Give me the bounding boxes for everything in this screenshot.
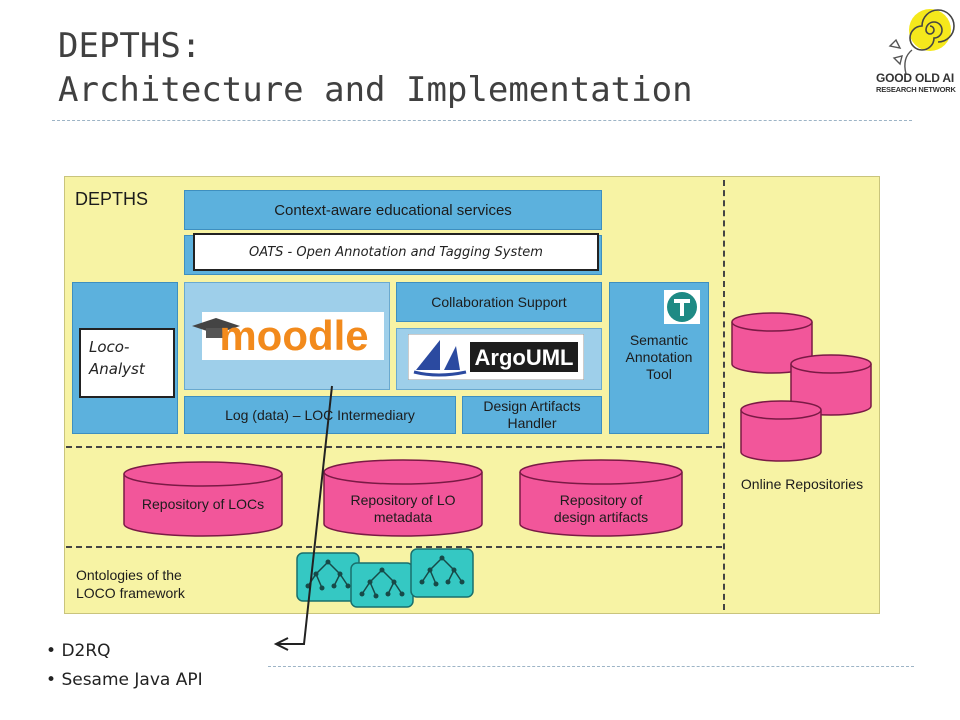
database-icon: [790, 354, 872, 416]
bullet-d2rq: • D2RQ: [46, 641, 111, 661]
online-repositories-label: Online Repositories: [740, 476, 864, 492]
oats-label: OATS - Open Annotation and Tagging Syste…: [193, 233, 599, 271]
layer-divider-1: [66, 446, 722, 448]
bullet-sesame: • Sesame Java API: [46, 670, 203, 690]
bullet-d2rq-text: D2RQ: [61, 641, 111, 661]
argouml-wordmark: ArgoUML: [475, 345, 574, 370]
logo-text-line-1: GOOD OLD AI: [876, 71, 955, 85]
repo-locs-label: Repository of LOCs: [141, 496, 265, 512]
bottom-divider: [268, 666, 914, 667]
database-icon: [731, 312, 813, 374]
logo-text-line-2: RESEARCH NETWORK: [876, 85, 956, 94]
title-divider: [52, 120, 912, 121]
layer-divider-2: [66, 546, 722, 548]
database-icon: [123, 461, 283, 537]
database-icon: [740, 400, 822, 462]
online-divider: [723, 180, 725, 610]
design-artifacts-handler-box: Design Artifacts Handler: [462, 396, 602, 434]
argouml-logo: ArgoUML: [408, 334, 584, 380]
ontologies-label: Ontologies of the LOCO framework: [76, 567, 185, 601]
loco-analyst-label: Loco- Analyst: [79, 328, 175, 398]
title-line-2: Architecture and Implementation: [58, 70, 693, 110]
collaboration-support-box: Collaboration Support: [396, 282, 602, 322]
database-icon: [519, 459, 683, 537]
log-intermediary-box: Log (data) – LOC Intermediary: [184, 396, 456, 434]
connector-arrow: [273, 385, 333, 651]
moodle-logo: moodle: [192, 312, 384, 360]
semantic-annotation-tool-label: Semantic Annotation Tool: [625, 332, 693, 382]
database-icon: [323, 459, 483, 537]
title-line-1: DEPTHS:: [58, 26, 202, 66]
context-services-box: Context-aware educational services: [184, 190, 602, 230]
repo-lo-metadata-label: Repository of LO metadata: [350, 492, 456, 525]
slide-title: DEPTHS: Architecture and Implementation: [58, 24, 693, 112]
repo-design-artifacts-label: Repository of design artifacts: [553, 492, 649, 525]
spiral-logo: [888, 9, 955, 75]
ontology-tree-icon: [410, 548, 474, 598]
annotation-tool-icon: [664, 290, 700, 324]
moodle-wordmark: moodle: [219, 312, 368, 359]
bullet-sesame-text: Sesame Java API: [61, 670, 203, 690]
depths-label: DEPTHS: [75, 189, 149, 209]
ontology-tree-icon: [350, 562, 414, 608]
